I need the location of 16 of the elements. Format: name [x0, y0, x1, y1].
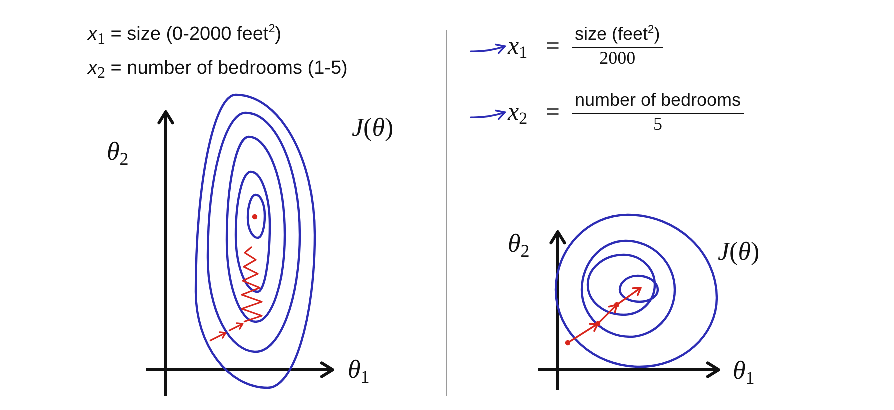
function-label: J(θ)	[352, 112, 394, 144]
fraction-numerator: number of bedrooms	[572, 90, 744, 114]
arrow	[470, 44, 506, 54]
arrow	[470, 110, 506, 120]
variable-definition: x$_{1}$ = size (0-2000 feet$^{2}$)	[88, 24, 282, 47]
fraction-denominator: 5	[654, 114, 663, 136]
equation-variable: x$_{2}$ =	[508, 98, 560, 128]
axis-label: θ$_{1}$	[348, 354, 370, 386]
fraction-denominator: 2000	[600, 48, 636, 70]
axis-label: θ$_{1}$	[733, 355, 755, 386]
function-label: J(θ)	[718, 236, 760, 268]
fraction-numerator: size (feet$^{2}$)	[572, 24, 664, 48]
axis-label: θ$_{2}$	[107, 136, 129, 168]
variable-definition: x$_{2}$ = number of bedrooms (1-5)	[88, 58, 348, 81]
axis-label: θ$_{2}$	[508, 228, 530, 260]
equation-variable: x$_{1}$ =	[508, 32, 560, 62]
